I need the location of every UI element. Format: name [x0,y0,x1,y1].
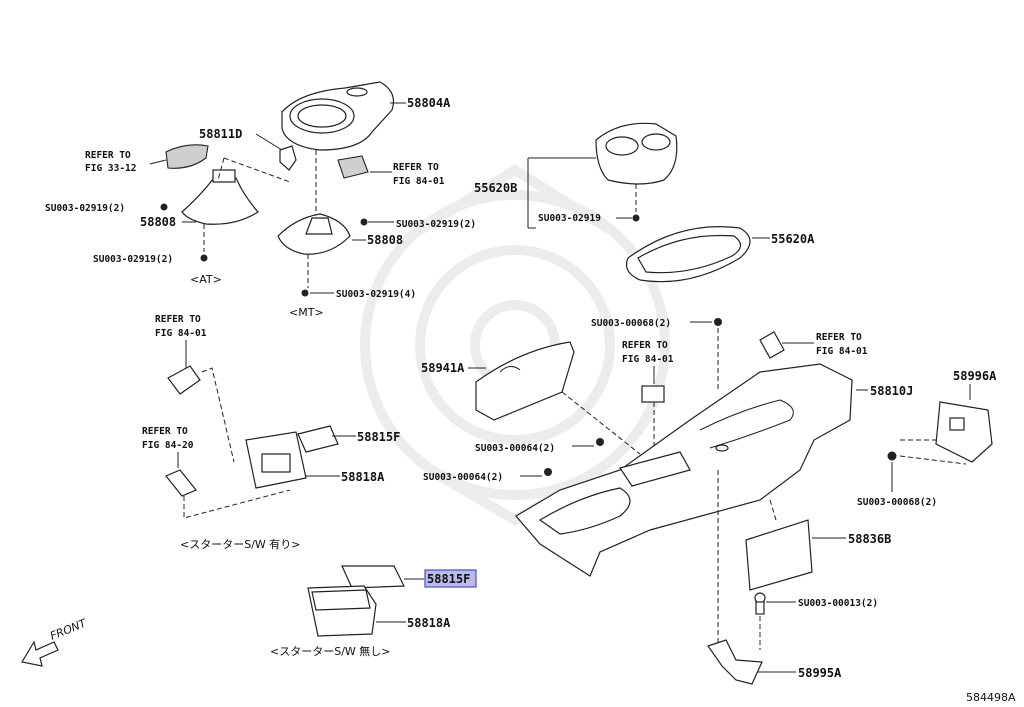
label-58804A: 58804A [407,96,451,110]
label-su003-00064-b: SU003-00064(2) [423,472,503,483]
label-58818A-with-switch: 58818A [341,470,385,484]
label-58815F-without-switch[interactable]: 58815F [427,572,470,586]
refer-fig-84-01-b-line1: REFER TO [155,314,201,325]
refer-fig-84-01-d-line1: REFER TO [816,332,862,343]
part-58995A-bracket[interactable] [707,639,763,685]
part-connector-d[interactable] [641,385,665,403]
part-55620B-cup-holder[interactable] [595,122,678,185]
note-without-starter: <スターターS/W 無し> [270,644,391,658]
part-connector-b[interactable] [167,365,201,395]
label-su003-02919-mid: SU003-02919(2) [396,219,476,230]
label-58815F-with-switch: 58815F [357,430,400,444]
part-58941A-panel[interactable] [475,341,575,421]
label-su003-02919-mt: SU003-02919(4) [336,289,416,300]
part-58836B-pad[interactable] [745,519,813,591]
refer-fig-84-01-a-line2: FIG 84-01 [393,176,445,187]
refer-fig-84-20-line2: FIG 84-20 [142,440,194,451]
label-su003-02919-55620: SU003-02919 [538,213,601,224]
front-arrow-icon [21,640,59,667]
part-58815F-with-switch[interactable] [297,425,339,453]
label-58995A: 58995A [798,666,842,680]
part-connector-e[interactable] [759,331,785,359]
refer-fig-84-01-c-line2: FIG 84-01 [622,354,674,365]
part-58811D-clip[interactable] [279,145,297,171]
part-connector-c[interactable] [165,469,197,497]
label-su003-00013: SU003-00013(2) [798,598,878,609]
part-58810J-console[interactable] [515,363,853,577]
label-58996A: 58996A [953,369,997,383]
refer-fig-84-01-d-line2: FIG 84-01 [816,346,868,357]
refer-fig-84-01-b-line2: FIG 84-01 [155,328,207,339]
label-55620A: 55620A [771,232,815,246]
part-58818A-with-switch[interactable] [245,431,307,489]
label-58808-mt: 58808 [367,233,403,247]
label-su003-02919-at-1: SU003-02919(2) [45,203,125,214]
note-at: <AT> [190,273,222,286]
part-58818A-without-switch[interactable] [307,585,377,637]
refer-fig-84-01-c-line1: REFER TO [622,340,668,351]
watermark-emblem [360,164,670,526]
note-mt: <MT> [289,306,324,319]
label-58818A-without-switch: 58818A [407,616,451,630]
refer-fig-33-12-line1: REFER TO [85,150,131,161]
part-58808-mt-boot[interactable] [277,213,351,255]
refer-fig-33-12-line2: FIG 33-12 [85,163,136,174]
note-with-starter: <スターターS/W 有り> [180,537,301,551]
front-label: FRONT [48,616,89,643]
part-58996A-bracket[interactable] [935,401,993,463]
label-su003-00064-a: SU003-00064(2) [475,443,555,454]
part-connector-a[interactable] [337,155,369,179]
label-58811D: 58811D [199,127,242,141]
label-su003-00068-top: SU003-00068(2) [591,318,671,329]
label-58808-at: 58808 [140,215,176,229]
refer-fig-84-20-line1: REFER TO [142,426,188,437]
label-58810J: 58810J [870,384,913,398]
refer-fig-84-01-a-line1: REFER TO [393,162,439,173]
part-su003-00013-bolt[interactable] [754,592,766,615]
label-55620B: 55620B [474,181,517,195]
label-su003-02919-at-2: SU003-02919(2) [93,254,173,265]
label-58836B: 58836B [848,532,891,546]
part-55620A-mat[interactable] [625,226,751,283]
part-58804A-bezel[interactable] [281,81,395,151]
part-58815F-without-switch[interactable] [341,565,405,589]
label-su003-00068-right: SU003-00068(2) [857,497,937,508]
highlight-58815F [424,569,477,588]
label-58941A: 58941A [421,361,465,375]
diagram-id: 584498A [966,691,1016,704]
part-58808-at-boot[interactable] [181,169,259,225]
part-switch-cover[interactable] [165,144,209,169]
